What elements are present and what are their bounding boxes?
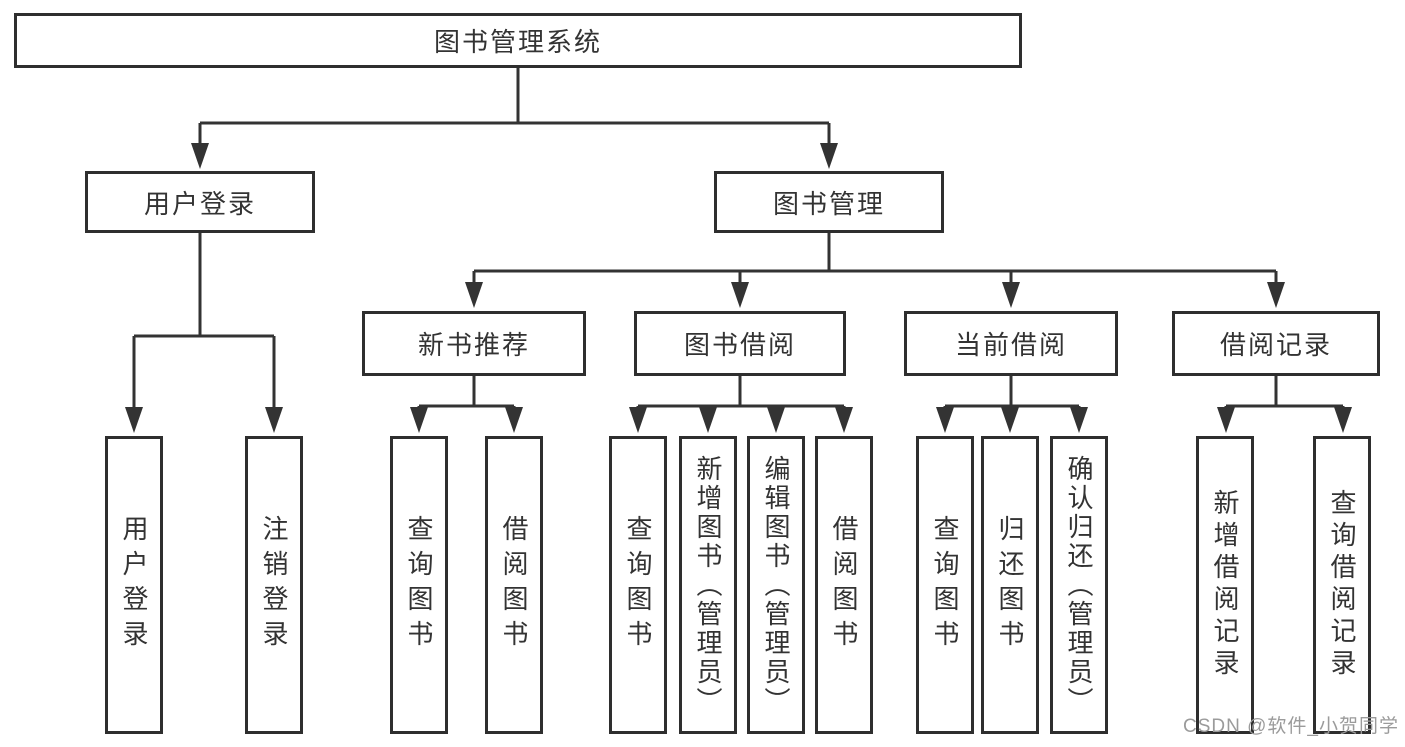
node-book-management: 图书管理 xyxy=(714,171,944,233)
leaf-records-add-borrow-record-label: 新增借阅记录 xyxy=(1210,489,1240,681)
node-book-borrowing: 图书借阅 xyxy=(634,311,846,376)
node-user-login: 用户登录 xyxy=(85,171,315,233)
node-borrowing-records-label: 借阅记录 xyxy=(1219,330,1332,360)
connector-borrowing-records-to-leaves xyxy=(1217,376,1352,433)
leaf-records-add-borrow-record: 新增借阅记录 xyxy=(1196,436,1254,734)
node-user-login-label: 用户登录 xyxy=(143,188,256,219)
leaf-borrowing-query-books-label: 查询图书 xyxy=(623,515,653,655)
node-current-borrowing-label: 当前借阅 xyxy=(954,330,1067,360)
connector-root-to-level2 xyxy=(191,68,838,169)
watermark: CSDN @软件_小贺同学 xyxy=(1183,716,1399,737)
leaf-current-return-books: 归还图书 xyxy=(981,436,1039,734)
leaf-newrec-query-books-label: 查询图书 xyxy=(404,515,434,655)
leaf-newrec-borrow-books: 借阅图书 xyxy=(485,436,543,734)
leaf-borrowing-edit-books-admin-label: 编辑图书（管理员） xyxy=(761,454,791,716)
connector-book-management-to-level3 xyxy=(465,233,1285,308)
node-current-borrowing: 当前借阅 xyxy=(904,311,1118,376)
connector-user-login-to-leaves xyxy=(125,233,283,433)
leaf-borrowing-borrow-books: 借阅图书 xyxy=(815,436,873,734)
leaf-borrowing-add-books-admin: 新增图书（管理员） xyxy=(679,436,737,734)
leaf-borrowing-edit-books-admin: 编辑图书（管理员） xyxy=(747,436,805,734)
node-new-book-recommendation-label: 新书推荐 xyxy=(417,330,530,360)
leaf-user-login-label: 用户登录 xyxy=(119,515,149,655)
leaf-logout-label: 注销登录 xyxy=(259,515,289,655)
leaf-logout: 注销登录 xyxy=(245,436,303,734)
leaf-records-query-borrow-record: 查询借阅记录 xyxy=(1313,436,1371,734)
leaf-current-query-books: 查询图书 xyxy=(916,436,974,734)
leaf-current-query-books-label: 查询图书 xyxy=(930,515,960,655)
leaf-borrowing-query-books: 查询图书 xyxy=(609,436,667,734)
connector-new-book-recommendation-to-leaves xyxy=(410,376,523,433)
node-book-management-label: 图书管理 xyxy=(772,188,885,219)
leaf-borrowing-borrow-books-label: 借阅图书 xyxy=(829,515,859,655)
node-new-book-recommendation: 新书推荐 xyxy=(362,311,586,376)
connector-book-borrowing-to-leaves xyxy=(629,376,853,433)
leaf-current-return-books-label: 归还图书 xyxy=(995,515,1025,655)
leaf-newrec-borrow-books-label: 借阅图书 xyxy=(499,515,529,655)
connector-current-borrowing-to-leaves xyxy=(936,376,1088,433)
leaf-current-confirm-return-admin: 确认归还（管理员） xyxy=(1050,436,1108,734)
leaf-borrowing-add-books-admin-label: 新增图书（管理员） xyxy=(693,454,723,716)
leaf-user-login: 用户登录 xyxy=(105,436,163,734)
node-book-borrowing-label: 图书借阅 xyxy=(683,330,796,360)
node-library-management-system: 图书管理系统 xyxy=(14,13,1022,68)
leaf-newrec-query-books: 查询图书 xyxy=(390,436,448,734)
leaf-current-confirm-return-admin-label: 确认归还（管理员） xyxy=(1064,454,1094,716)
node-library-management-system-label: 图书管理系统 xyxy=(433,27,602,57)
leaf-records-query-borrow-record-label: 查询借阅记录 xyxy=(1327,489,1357,681)
node-borrowing-records: 借阅记录 xyxy=(1172,311,1380,376)
